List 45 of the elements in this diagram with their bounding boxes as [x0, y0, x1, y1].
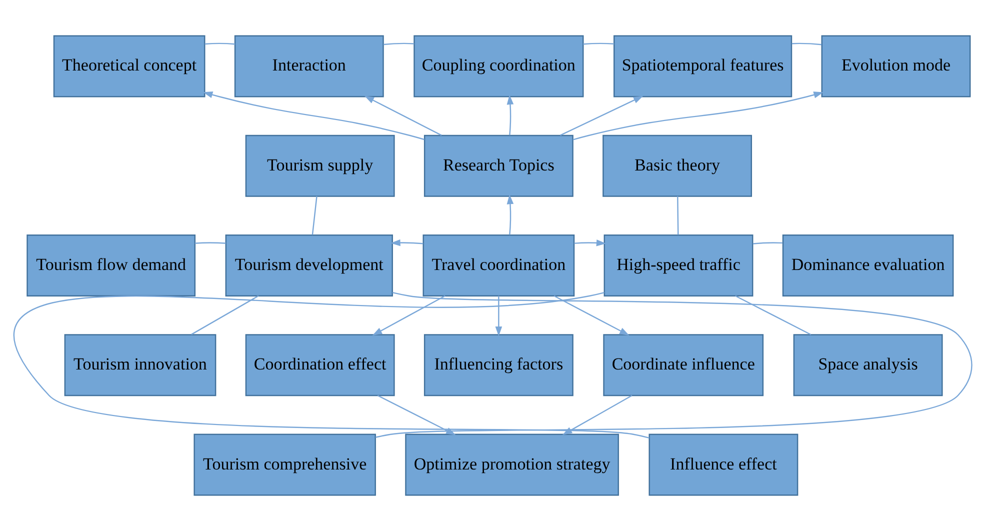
connector: [15, 292, 650, 439]
connector: [583, 42, 614, 45]
arrow: [574, 239, 606, 246]
arrow: [554, 295, 630, 336]
node-box: Basic theory: [602, 134, 752, 197]
connector: [677, 196, 679, 235]
connector: [383, 42, 414, 46]
node-box: High-speed traffic: [604, 234, 754, 296]
arrow: [202, 91, 425, 140]
node-box: Influence effect: [648, 434, 798, 496]
connector: [312, 196, 318, 235]
arrow: [495, 296, 502, 336]
arrow: [562, 394, 632, 435]
node-box: Tourism supply: [245, 134, 395, 197]
arrow: [390, 239, 424, 246]
arrow: [572, 92, 824, 140]
node-box: Optimize promotion strategy: [405, 434, 619, 496]
node-box: Coordination effect: [245, 334, 395, 396]
node-box: Theoretical concept: [53, 35, 206, 98]
arrow: [506, 94, 514, 136]
connector: [735, 295, 812, 336]
node-box: Tourism flow demand: [26, 234, 196, 296]
arrow: [560, 96, 644, 136]
arrow: [506, 194, 514, 235]
connector: [194, 242, 226, 244]
node-box: Coordinate influence: [603, 334, 764, 396]
node-box: Spatiotemporal features: [614, 35, 792, 98]
node-box: Travel coordination: [422, 234, 575, 296]
node-box: Space analysis: [793, 334, 943, 396]
node-box: Coupling coordination: [414, 35, 584, 98]
node-box: Research Topics: [424, 134, 574, 197]
node-box: Tourism development: [225, 234, 393, 296]
connector: [204, 42, 236, 45]
node-box: Evolution mode: [821, 35, 971, 98]
node-box: Interaction: [234, 35, 384, 98]
arrow: [372, 295, 446, 336]
node-box: Influencing factors: [424, 334, 574, 396]
connector: [792, 42, 822, 46]
node-box: Tourism comprehensive: [194, 434, 376, 496]
connector: [376, 292, 972, 438]
node-box: Dominance evaluation: [782, 234, 954, 296]
arrow: [364, 96, 442, 136]
connector: [752, 242, 783, 244]
node-box: Tourism innovation: [64, 334, 216, 396]
connector: [191, 295, 259, 335]
